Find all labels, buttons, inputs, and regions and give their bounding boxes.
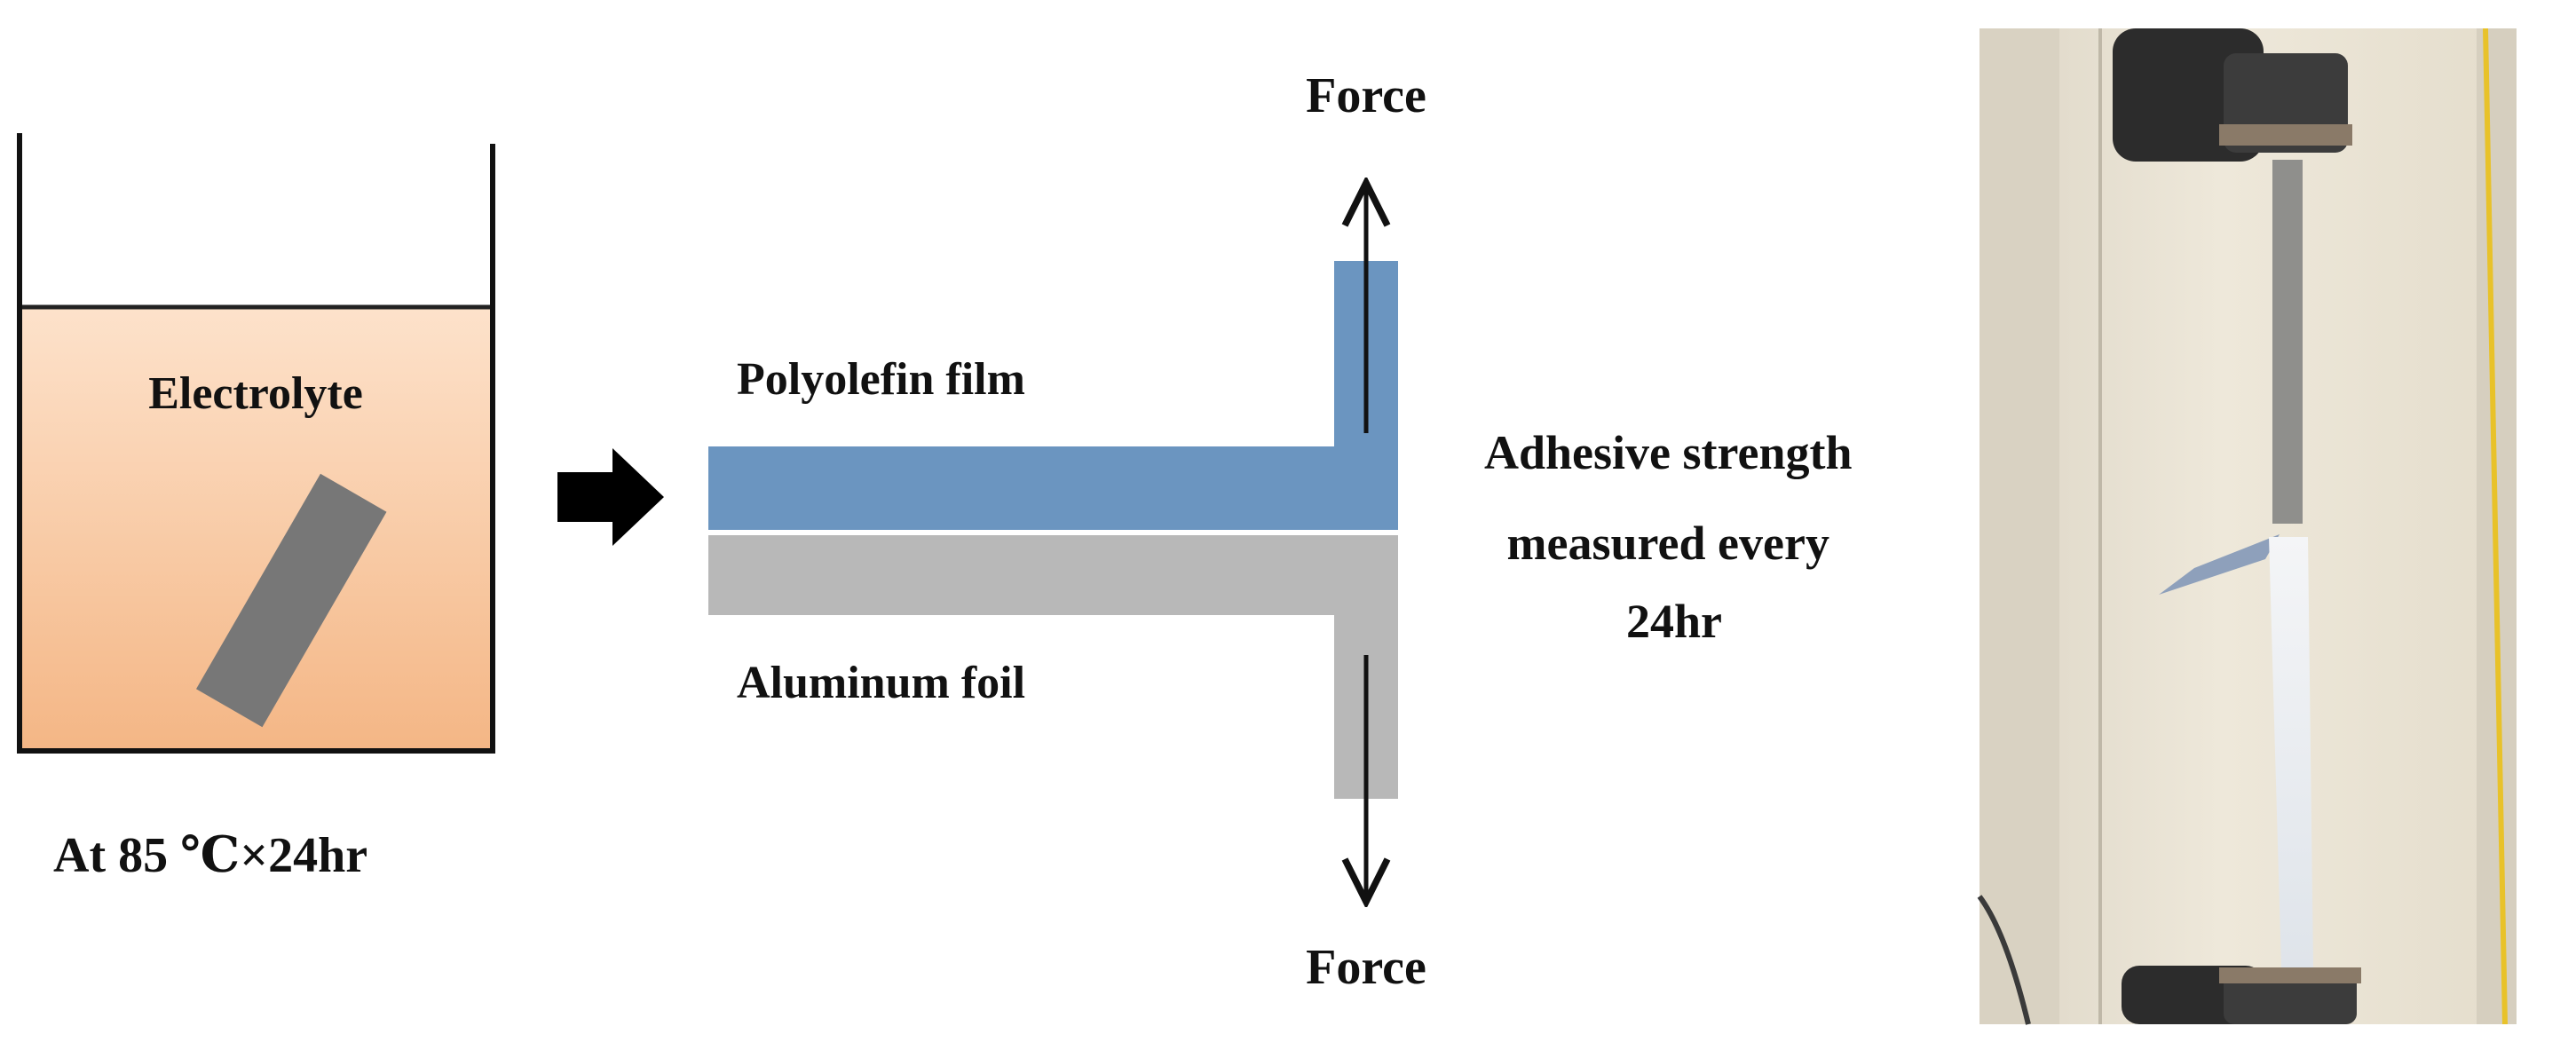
process-arrow bbox=[557, 448, 664, 546]
peeled-aluminum-strip bbox=[2272, 160, 2303, 524]
peeled-polyolefin-strip bbox=[2269, 537, 2313, 967]
tensile-tester-photo bbox=[1977, 28, 2517, 1025]
beaker: Electrolyte bbox=[17, 133, 495, 754]
lower-grip-jaw bbox=[2224, 973, 2357, 1024]
beaker-wall bbox=[17, 133, 495, 754]
force-label-bottom: Force bbox=[1306, 940, 1426, 995]
yellow-cable bbox=[2483, 28, 2508, 1025]
immersion-condition: At 85 ℃×24hr bbox=[53, 828, 367, 883]
photo-background-wall bbox=[1979, 28, 2517, 1024]
upper-grip-plate bbox=[2219, 124, 2352, 146]
lower-grip-plate bbox=[2219, 967, 2361, 983]
electrolyte-label: Electrolyte bbox=[148, 368, 363, 419]
result-line-1: Adhesive strength bbox=[1484, 426, 1853, 479]
immersed-specimen bbox=[196, 473, 387, 728]
force-label-top: Force bbox=[1306, 68, 1426, 123]
result-line-3: 24hr bbox=[1626, 595, 1722, 648]
aluminum-foil-label: Aluminum foil bbox=[737, 658, 1025, 708]
peel-front-strip bbox=[2159, 534, 2280, 595]
result-line-2: measured every bbox=[1507, 517, 1829, 570]
result-text: Adhesive strength measured every 24hr bbox=[1484, 426, 1864, 648]
dark-cable bbox=[1977, 895, 2031, 1025]
polyolefin-film-horizontal bbox=[708, 446, 1398, 530]
t-peel-schematic: Force Force Polyolefin film Aluminum foi… bbox=[708, 68, 1864, 995]
polyolefin-film-label: Polyolefin film bbox=[737, 354, 1025, 405]
photo-left-panel bbox=[1979, 28, 2059, 1024]
aluminum-foil-horizontal bbox=[708, 535, 1398, 615]
